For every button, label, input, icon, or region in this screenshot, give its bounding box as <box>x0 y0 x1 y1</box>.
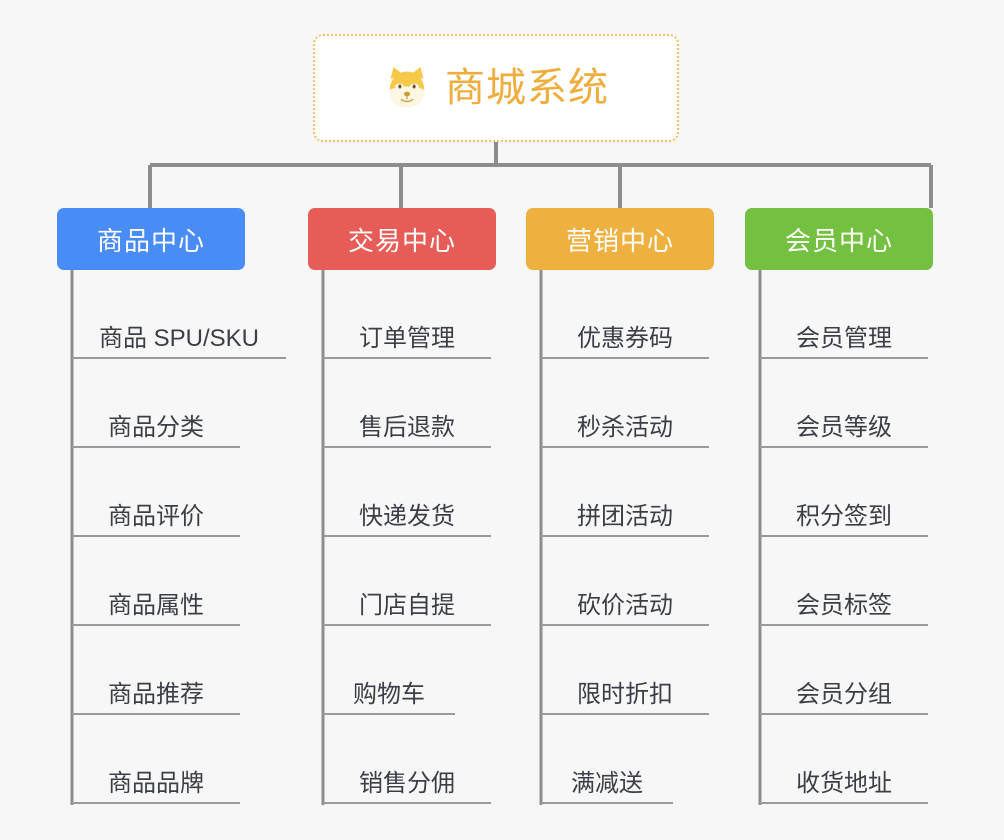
leaf-item[interactable]: 商品分类 <box>72 359 240 448</box>
leaf-item[interactable]: 订单管理 <box>323 270 491 359</box>
leaf-label: 满减送 <box>571 769 643 797</box>
leaf-item[interactable]: 会员等级 <box>760 359 928 448</box>
leaf-label: 订单管理 <box>359 324 455 352</box>
leaf-column-marketing-center: 优惠券码 秒杀活动 拼团活动 砍价活动 限时折扣 满减送 <box>541 270 709 804</box>
leaf-item[interactable]: 限时折扣 <box>541 626 709 715</box>
branch-box-member-center[interactable]: 会员中心 <box>745 208 933 270</box>
branch-box-marketing-center[interactable]: 营销中心 <box>526 208 714 270</box>
leaf-column-trade-center: 订单管理 售后退款 快递发货 门店自提 购物车 销售分佣 <box>323 270 491 804</box>
leaf-item[interactable]: 商品属性 <box>72 537 240 626</box>
leaf-label: 收货地址 <box>796 769 892 797</box>
leaf-item[interactable]: 优惠券码 <box>541 270 709 359</box>
leaf-item[interactable]: 快递发货 <box>323 448 491 537</box>
leaf-label: 商品分类 <box>108 413 204 441</box>
leaf-label: 拼团活动 <box>577 502 673 530</box>
leaf-item[interactable]: 商品 SPU/SKU <box>72 270 286 359</box>
leaf-label: 秒杀活动 <box>577 413 673 441</box>
leaf-column-product-center: 商品 SPU/SKU 商品分类 商品评价 商品属性 商品推荐 商品品牌 <box>72 270 286 804</box>
leaf-item[interactable]: 秒杀活动 <box>541 359 709 448</box>
branch-box-product-center[interactable]: 商品中心 <box>57 208 245 270</box>
leaf-item[interactable]: 会员标签 <box>760 537 928 626</box>
leaf-item[interactable]: 门店自提 <box>323 537 491 626</box>
root-title: 商城系统 <box>445 66 609 110</box>
leaf-item[interactable]: 商品推荐 <box>72 626 240 715</box>
leaf-label: 优惠券码 <box>577 324 673 352</box>
leaf-item[interactable]: 商品品牌 <box>72 715 240 804</box>
leaf-label: 商品属性 <box>108 591 204 619</box>
leaf-item[interactable]: 拼团活动 <box>541 448 709 537</box>
leaf-item[interactable]: 收货地址 <box>760 715 928 804</box>
leaf-item[interactable]: 销售分佣 <box>323 715 491 804</box>
leaf-item[interactable]: 满减送 <box>541 715 673 804</box>
leaf-label: 砍价活动 <box>577 591 673 619</box>
leaf-label: 购物车 <box>353 680 425 708</box>
leaf-label: 会员等级 <box>796 413 892 441</box>
leaf-label: 商品评价 <box>108 502 204 530</box>
leaf-label: 商品推荐 <box>108 680 204 708</box>
leaf-item[interactable]: 积分签到 <box>760 448 928 537</box>
leaf-label: 会员标签 <box>796 591 892 619</box>
leaf-label: 会员管理 <box>796 324 892 352</box>
leaf-label: 快递发货 <box>359 502 455 530</box>
leaf-item[interactable]: 购物车 <box>323 626 455 715</box>
root-node[interactable]: 商城系统 <box>313 34 679 142</box>
leaf-item[interactable]: 会员管理 <box>760 270 928 359</box>
branch-box-trade-center[interactable]: 交易中心 <box>308 208 496 270</box>
shiba-dog-face-emoji <box>389 67 425 108</box>
leaf-label: 销售分佣 <box>359 769 455 797</box>
leaf-item[interactable]: 会员分组 <box>760 626 928 715</box>
leaf-label: 会员分组 <box>796 680 892 708</box>
leaf-item[interactable]: 砍价活动 <box>541 537 709 626</box>
leaf-item[interactable]: 售后退款 <box>323 359 491 448</box>
leaf-label: 积分签到 <box>796 502 892 530</box>
leaf-label: 限时折扣 <box>577 680 673 708</box>
leaf-label: 售后退款 <box>359 413 455 441</box>
leaf-label: 门店自提 <box>359 591 455 619</box>
leaf-item[interactable]: 商品评价 <box>72 448 240 537</box>
leaf-label: 商品 SPU/SKU <box>98 324 260 352</box>
leaf-label: 商品品牌 <box>108 769 204 797</box>
leaf-column-member-center: 会员管理 会员等级 积分签到 会员标签 会员分组 收货地址 <box>760 270 928 804</box>
